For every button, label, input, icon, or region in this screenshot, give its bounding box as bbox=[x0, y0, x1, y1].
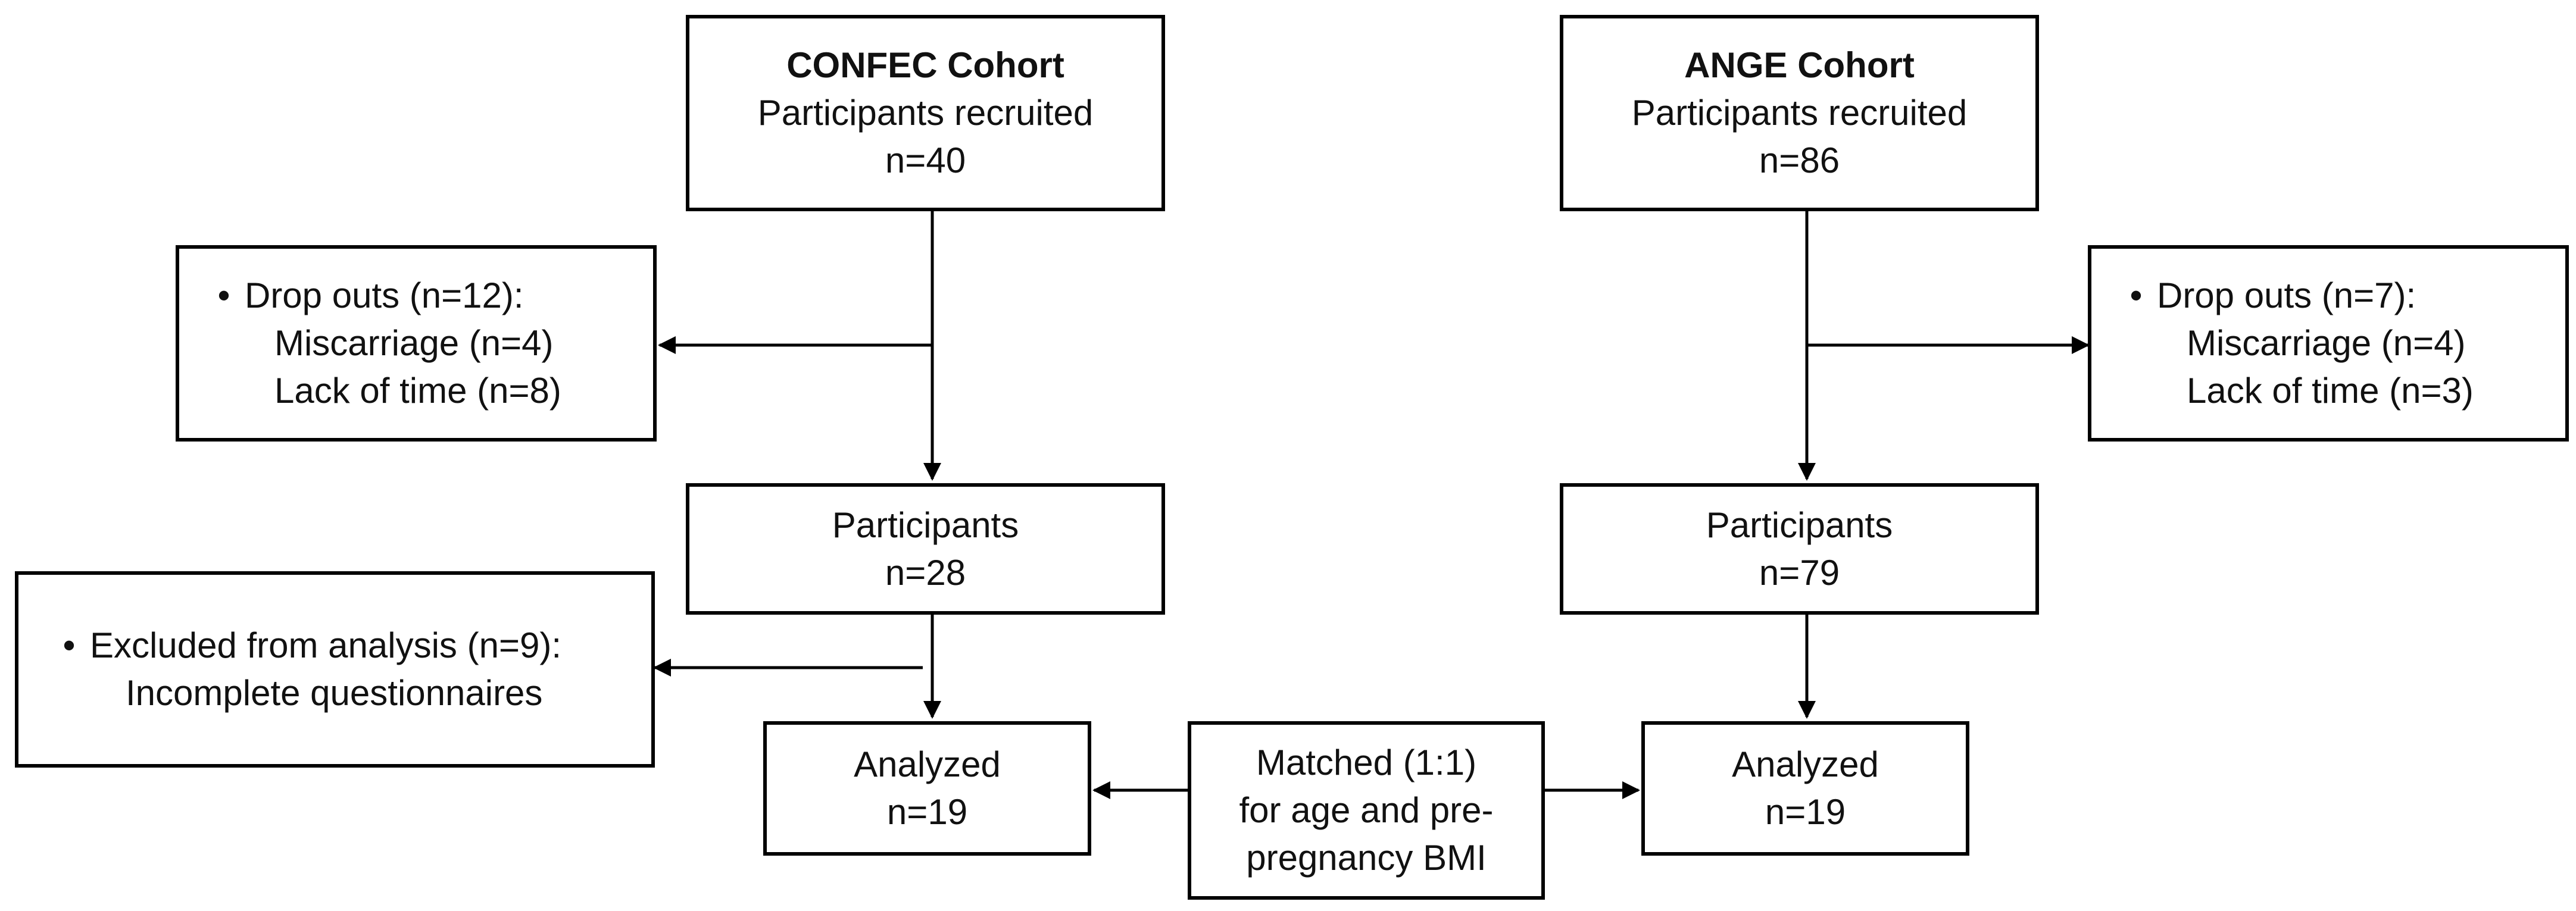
ange-dropouts-title: Drop outs (n=7): bbox=[2157, 276, 2416, 315]
matched-box: Matched (1:1) for age and pre- pregnancy… bbox=[1188, 721, 1545, 900]
confec-recruited-count: n=40 bbox=[885, 140, 966, 180]
confec-analyzed-count: n=19 bbox=[886, 792, 968, 832]
ange-participants-label: Participants bbox=[1706, 505, 1893, 545]
confec-dropouts-box: • Drop outs (n=12): Miscarriage (n=4) La… bbox=[176, 245, 657, 442]
confec-dropouts-line: Lack of time (n=8) bbox=[274, 371, 561, 411]
confec-excluded-title: Excluded from analysis (n=9): bbox=[90, 625, 562, 665]
ange-recruited-count: n=86 bbox=[1759, 140, 1840, 180]
confec-cohort-title: CONFEC Cohort bbox=[786, 45, 1064, 85]
ange-analyzed-label: Analyzed bbox=[1732, 744, 1879, 784]
confec-excluded-line: Incomplete questionnaires bbox=[126, 673, 543, 713]
ange-participants-box: Participants n=79 bbox=[1560, 483, 2039, 615]
confec-participants-box: Participants n=28 bbox=[686, 483, 1165, 615]
ange-dropouts-line: Lack of time (n=3) bbox=[2187, 371, 2474, 411]
matched-line: Matched (1:1) bbox=[1256, 743, 1477, 782]
confec-analyzed-box: Analyzed n=19 bbox=[763, 721, 1091, 856]
confec-excluded-bullet: • bbox=[63, 625, 76, 665]
confec-dropouts-bullet: • bbox=[217, 276, 230, 315]
ange-participants-count: n=79 bbox=[1759, 552, 1840, 593]
confec-recruited-box: CONFEC Cohort Participants recruited n=4… bbox=[686, 15, 1165, 211]
matched-line: for age and pre- bbox=[1239, 790, 1494, 830]
ange-dropouts-bullet: • bbox=[2130, 276, 2143, 315]
matched-line: pregnancy BMI bbox=[1246, 838, 1487, 878]
confec-excluded-box: • Excluded from analysis (n=9): Incomple… bbox=[15, 571, 655, 768]
confec-dropouts-title: Drop outs (n=12): bbox=[245, 276, 524, 315]
ange-dropouts-line: Miscarriage (n=4) bbox=[2187, 323, 2466, 363]
confec-analyzed-label: Analyzed bbox=[854, 744, 1001, 784]
ange-cohort-title: ANGE Cohort bbox=[1684, 45, 1915, 85]
confec-participants-count: n=28 bbox=[885, 552, 966, 593]
confec-participants-label: Participants bbox=[832, 505, 1019, 545]
ange-dropouts-box: • Drop outs (n=7): Miscarriage (n=4) Lac… bbox=[2088, 245, 2569, 442]
ange-analyzed-count: n=19 bbox=[1765, 792, 1846, 832]
ange-analyzed-box: Analyzed n=19 bbox=[1641, 721, 1969, 856]
ange-recruited-label: Participants recruited bbox=[1631, 93, 1968, 133]
confec-dropouts-line: Miscarriage (n=4) bbox=[274, 323, 554, 363]
confec-recruited-label: Participants recruited bbox=[757, 93, 1094, 133]
ange-recruited-box: ANGE Cohort Participants recruited n=86 bbox=[1560, 15, 2039, 211]
